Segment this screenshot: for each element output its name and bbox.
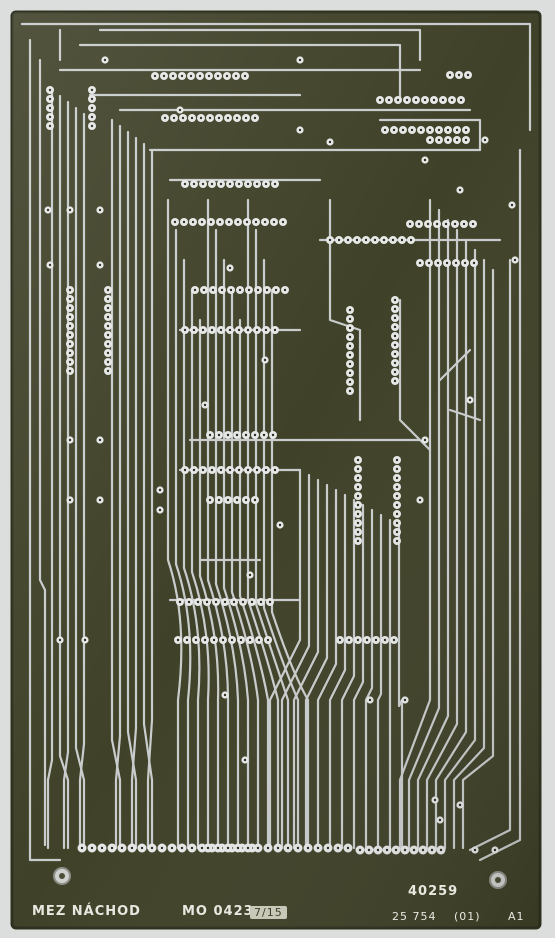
suffix-label: A1: [508, 910, 525, 923]
model-label: MO 0423: [182, 904, 254, 919]
revision-label: (01): [454, 910, 481, 923]
part-number-label: 25 754: [392, 910, 437, 923]
stamp-label: 7/15: [250, 906, 287, 919]
serial-label: 40259: [408, 884, 459, 899]
maker-label: MEZ NÁCHOD: [32, 904, 141, 919]
